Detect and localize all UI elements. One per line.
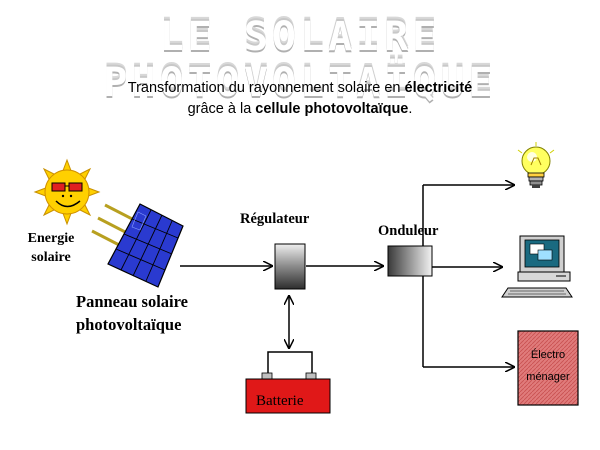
label-line: photovoltaïque [76,315,182,334]
label-line: Energie [27,231,75,246]
appliance-box [517,330,579,406]
label-line: Électro [530,349,566,361]
subtitle-text: grâce à la [187,101,256,117]
label-electromenager: Électro ménager [518,344,578,388]
label-line: Panneau solaire [76,292,188,311]
light-bulb-icon [517,142,555,188]
label-energie-solaire: Energie solaire [18,229,84,267]
regulator-box [274,243,306,290]
label-line: ménager [526,371,570,383]
label-batterie: Batterie [256,393,304,409]
inverter-box [387,245,433,277]
connectors [180,185,514,375]
subtitle: Transformation du rayonnement solaire en… [0,78,600,120]
label-line: solaire [31,250,71,265]
battery-icon [245,372,331,414]
subtitle-bold: électricité [404,80,473,96]
solar-panel-icon [107,203,184,288]
subtitle-line-2: grâce à la cellule photovoltaïque. [0,99,600,120]
sun-icon [33,158,101,226]
label-onduleur: Onduleur [378,223,439,239]
label-regulateur: Régulateur [240,211,310,227]
subtitle-line-1: Transformation du rayonnement solaire en… [0,78,600,99]
subtitle-text: Transformation du rayonnement solaire en [127,80,405,96]
label-panneau: Panneau solaire photovoltaïque [76,290,188,336]
subtitle-text: . [408,101,413,117]
subtitle-bold: cellule photovoltaïque [255,101,409,117]
page-title: LE SOLAIRE PHOTOVOLTAÏQUE [103,14,497,106]
computer-icon [501,235,573,298]
